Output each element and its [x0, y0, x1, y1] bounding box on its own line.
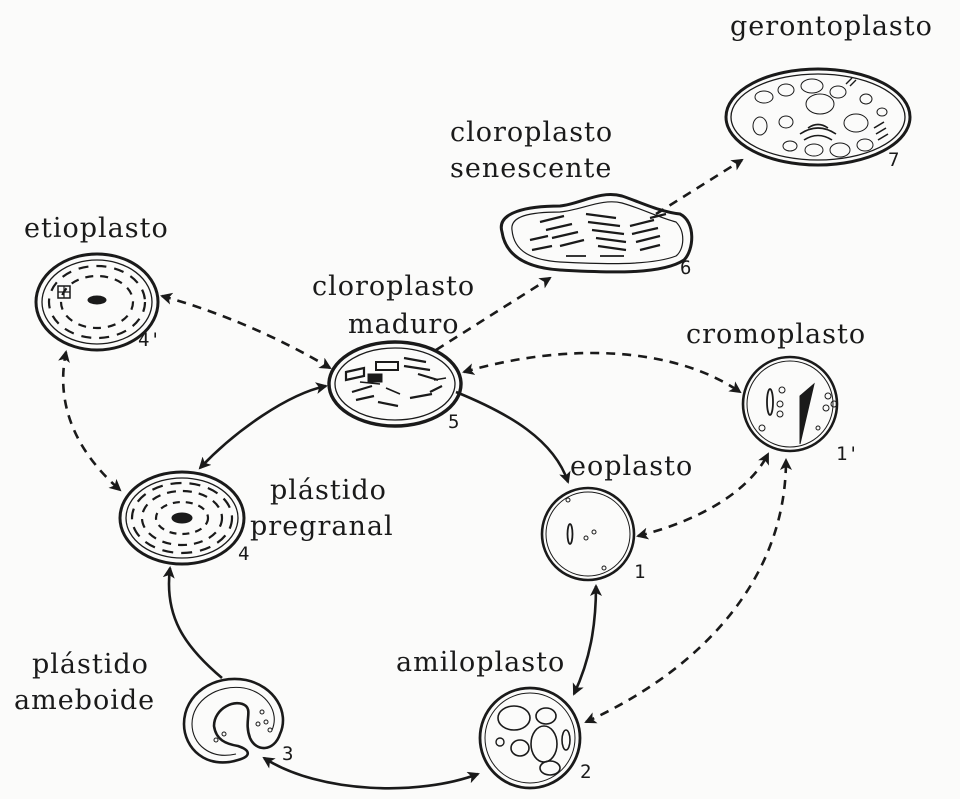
number-cromoplasto: 1' — [836, 444, 859, 464]
label-plastido-ameboide-line2: ameboide — [14, 686, 155, 716]
label-gerontoplasto: gerontoplasto — [730, 12, 933, 42]
pregranal-plastid-icon — [120, 472, 244, 564]
number-amiloplasto: 2 — [580, 762, 591, 782]
label-cloroplasto-senescente-line1: cloroplasto — [450, 118, 613, 148]
label-plastido-ameboide-line1: plástido — [32, 650, 149, 680]
eoplast-icon — [542, 488, 634, 580]
arrow-senescent-gerontoplast — [656, 160, 742, 214]
number-cloroplasto-maduro: 5 — [448, 412, 459, 432]
label-etioplasto: etioplasto — [24, 214, 169, 244]
chromoplast-icon — [743, 357, 837, 451]
number-eoplasto: 1 — [634, 562, 645, 582]
label-plastido-pregranal-line1: plástido — [270, 476, 387, 506]
arrow-amyloplast-chromoplast — [586, 460, 786, 722]
label-cloroplasto-maduro-line2: maduro — [348, 310, 460, 340]
number-etioplasto: 4' — [138, 330, 161, 350]
number-plastido-ameboide: 3 — [282, 744, 293, 764]
amyloplast-icon — [480, 688, 580, 788]
label-eoplasto: eoplasto — [570, 452, 693, 482]
gerontoplast-icon — [726, 69, 910, 165]
arrow-eoplast-amyloplast — [574, 586, 596, 694]
ameboid-plastid-icon — [184, 679, 283, 763]
mature-chloroplast-icon — [329, 342, 461, 426]
arrow-etioplast-pregranal — [63, 352, 120, 490]
arrow-ameboid-amyloplast — [264, 758, 478, 788]
arrow-pregranal-mature — [200, 386, 326, 468]
arrow-ameboid-pregranal — [169, 568, 222, 678]
arrow-mature-eoplast — [456, 392, 568, 482]
arrow-mature-chromoplast — [464, 353, 740, 392]
label-amiloplasto: amiloplasto — [396, 648, 565, 678]
label-plastido-pregranal-line2: pregranal — [250, 512, 394, 542]
senescent-chloroplast-icon — [501, 195, 691, 272]
number-plastido-pregranal: 4 — [238, 544, 249, 564]
number-cloroplasto-senescente: 6 — [680, 258, 691, 278]
label-cromoplasto: cromoplasto — [686, 320, 866, 350]
arrow-etioplast-mature — [162, 296, 330, 368]
label-cloroplasto-maduro-line1: cloroplasto — [312, 272, 475, 302]
label-cloroplasto-senescente-line2: senescente — [450, 154, 612, 184]
number-gerontoplasto: 7 — [888, 150, 899, 170]
